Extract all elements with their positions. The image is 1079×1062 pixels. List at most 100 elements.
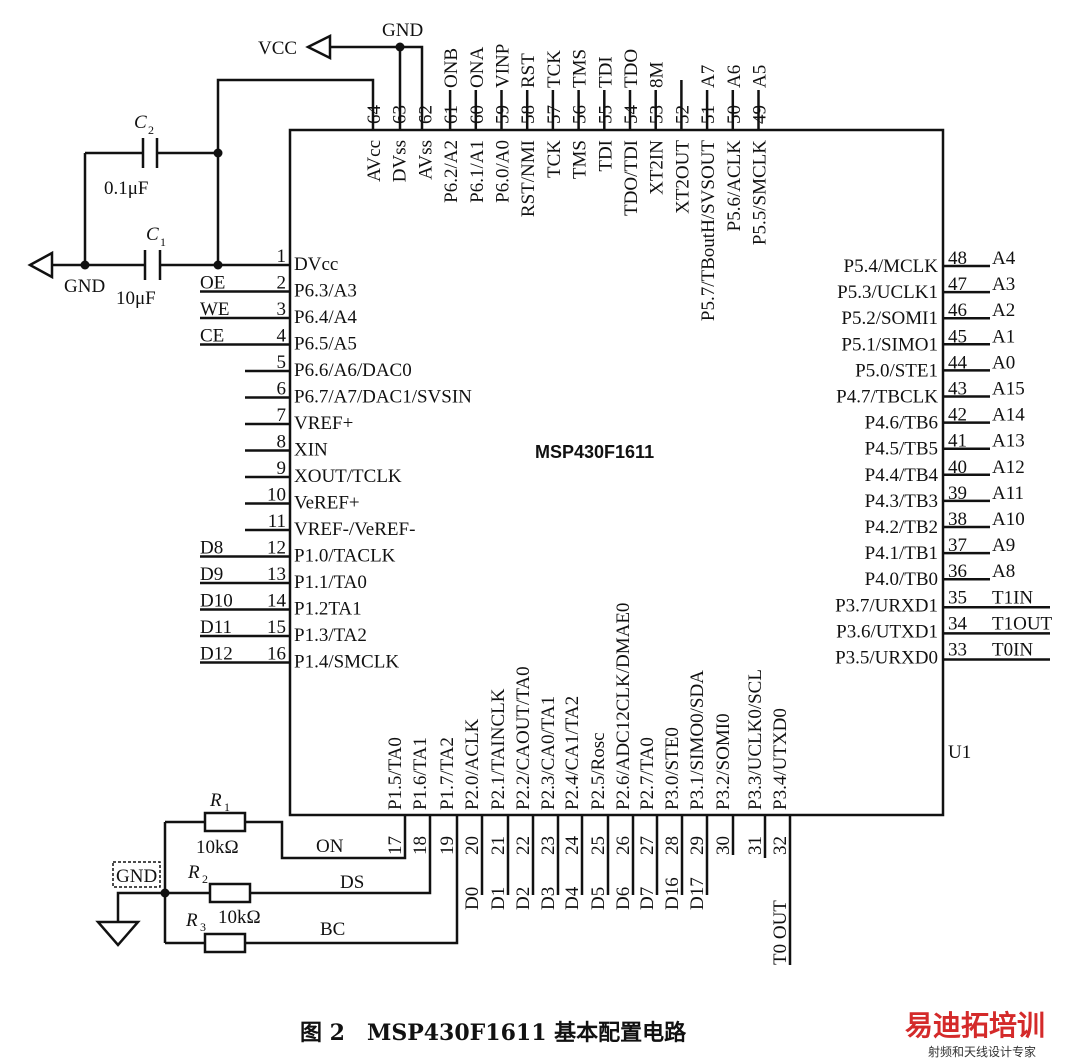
pin-function: P1.0/TACLK [294,546,396,567]
pin-number: 21 [488,836,509,855]
pin-number: 40 [948,457,967,478]
pin-function: P4.2/TB2 [865,517,938,538]
pin-number: 3 [277,299,287,320]
pin-function: DVss [390,140,411,182]
pin-number: 13 [267,564,286,585]
pin-function: P4.6/TB6 [865,413,938,434]
pin-function: P3.3/UCLK0/SCL [745,669,766,810]
c2-label: C [134,112,147,133]
net-label: A0 [992,352,1015,373]
pin-function: P3.2/SOMI0 [713,713,734,810]
net-label: A2 [992,300,1015,321]
chip-ref: U1 [948,742,971,763]
pin-number: 12 [267,538,286,559]
pin-number: 59 [493,105,514,124]
net-label: A12 [992,457,1025,478]
pin-number: 33 [948,640,967,661]
pin-number: 29 [687,836,708,855]
svg-text:1: 1 [224,800,230,814]
net-label: A8 [992,561,1015,582]
net-ds: DS [340,872,364,893]
pin-number: 26 [613,836,634,855]
pin-function: DVcc [294,254,338,275]
net-label: A3 [992,274,1015,295]
pin-number: 64 [364,105,385,125]
pin-number: 15 [267,617,286,638]
net-label: D16 [662,877,683,910]
pin-number: 2 [277,273,287,294]
net-label: CE [200,326,224,347]
pin-number: 58 [518,105,539,124]
pin-number: 48 [948,248,967,269]
pin-number: 47 [948,274,967,295]
pin-function: P4.3/TB3 [865,491,938,512]
pin-number: 39 [948,483,967,504]
net-label: A6 [724,65,745,88]
pin-function: P3.5/URXD0 [835,648,938,669]
net-label: D8 [200,538,223,559]
pin-function: P4.1/TB1 [865,543,938,564]
net-label: A13 [992,431,1025,452]
pin-number: 18 [410,836,431,855]
pin-function: P5.2/SOMI1 [841,308,938,329]
pin-function: P2.1/TAINCLK [488,688,509,810]
pin-function: P5.6/ACLK [724,140,745,232]
net-label: RST [518,53,539,88]
pin-number: 28 [662,836,683,855]
pin-number: 34 [948,613,968,634]
net-label: D7 [637,887,658,910]
pin-number: 51 [698,105,719,124]
pin-number: 54 [621,105,642,125]
pin-function: P1.5/TA0 [385,737,406,810]
pin-function: P3.0/STE0 [662,727,683,810]
pin-function: P5.7/TBoutH/SVSOUT [698,140,719,321]
net-label: D12 [200,644,233,665]
gnd-arrow-icon [27,250,54,280]
net-label: D0 [462,887,483,910]
pin-function: P1.3/TA2 [294,625,367,646]
pin-function: P4.4/TB4 [865,465,939,486]
net-label: D1 [488,887,509,910]
net-label: T1IN [992,587,1033,608]
chip-name: MSP430F1611 [535,442,654,462]
pin-number: 62 [415,105,436,124]
pin-function: P5.4/MCLK [844,256,939,277]
pin-number: 31 [745,836,766,855]
pin-number: 37 [948,535,967,556]
pin-function: P2.0/ACLK [462,718,483,810]
pin-function: P2.4/CA1/TA2 [562,696,583,810]
net-label: A4 [992,248,1016,269]
pin-number: 25 [588,836,609,855]
gnd-box-label: GND [116,866,157,887]
net-label: D11 [200,617,232,638]
net-label: OE [200,273,225,294]
gnd-left-label: GND [64,276,105,297]
pin-function: P4.0/TB0 [865,569,938,590]
pin-function: AVcc [364,140,385,182]
pin-number: 53 [647,105,668,124]
pin-number: 49 [750,105,771,124]
watermark-sub: 射频和天线设计专家 [928,1044,1036,1059]
gnd-top-label: GND [382,20,423,41]
c1-value: 10μF [116,288,156,309]
net-label: VINP [493,44,514,88]
pin-function: P5.5/SMCLK [750,140,771,245]
pin-number: 60 [467,105,488,124]
net-label: D4 [562,886,583,910]
net-label: A5 [750,65,771,88]
pin-function: P2.2/CAOUT/TA0 [513,666,534,810]
pin-number: 41 [948,431,967,452]
pin-number: 57 [544,105,565,124]
pin-function: P6.2/A2 [441,140,462,203]
pin-function: RST/NMI [518,140,539,217]
pin-function: P2.6/ADC12CLK/DMAE0 [613,603,634,810]
svg-text:2: 2 [148,123,154,137]
net-label: ONB [441,48,462,88]
svg-text:R: R [187,862,200,883]
pin-number: 14 [267,591,287,612]
svg-text:R: R [185,910,198,931]
pin-function: P5.3/UCLK1 [837,282,938,303]
net-label: A9 [992,535,1015,556]
svg-text:3: 3 [200,920,206,934]
pin-function: P6.1/A1 [467,140,488,203]
